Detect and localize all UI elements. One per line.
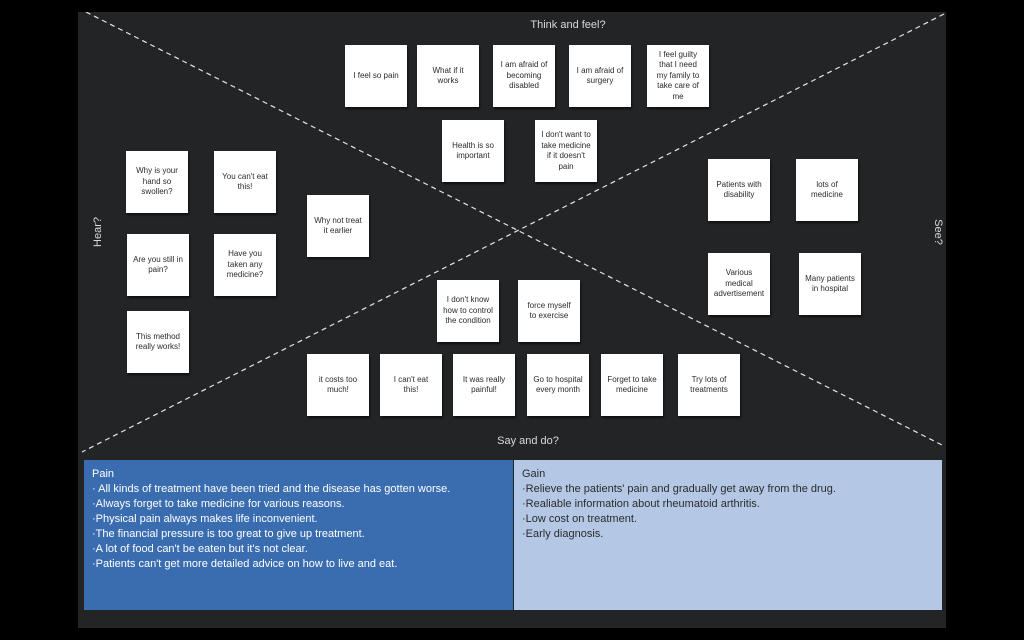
sticky-note[interactable]: Go to hospital every month (527, 354, 589, 416)
sticky-note[interactable]: Have you taken any medicine? (214, 234, 276, 296)
pain-item: ·Patients can't get more detailed advice… (92, 558, 398, 570)
hear-label: Hear? (92, 217, 104, 247)
gain-item: ·Low cost on treatment. (522, 513, 637, 525)
pain-item: · All kinds of treatment have been tried… (92, 483, 451, 495)
sticky-note[interactable]: It was really painful! (453, 354, 515, 416)
empathy-map-board: Think and feel? Say and do? Hear? See? I… (78, 12, 946, 628)
sticky-note[interactable]: This method really works! (127, 311, 189, 373)
think-feel-label: Think and feel? (530, 19, 606, 31)
sticky-note[interactable]: force myself to exercise (518, 280, 580, 342)
sticky-note[interactable]: Why is your hand so swollen? (126, 151, 188, 213)
sticky-note[interactable]: Patients with disability (708, 159, 770, 221)
gain-item: ·Realiable information about rheumatoid … (522, 498, 760, 510)
sticky-note[interactable]: I feel guilty that I need my family to t… (647, 45, 709, 107)
sticky-note[interactable]: Forget to take medicine (601, 354, 663, 416)
sticky-note[interactable]: I feel so pain (345, 45, 407, 107)
pain-item: ·A lot of food can't be eaten but it's n… (92, 543, 308, 555)
pain-item: ·The financial pressure is too great to … (92, 528, 365, 540)
see-label: See? (932, 219, 944, 245)
sticky-note[interactable]: Why not treat it earlier (307, 195, 369, 257)
sticky-note[interactable]: Are you still in pain? (127, 234, 189, 296)
sticky-note[interactable]: Health is so important (442, 120, 504, 182)
pain-title: Pain (92, 468, 115, 480)
sticky-note[interactable]: Various medical advertisement (708, 253, 770, 315)
sticky-note[interactable]: lots of medicine (796, 159, 858, 221)
sticky-note[interactable]: I am afraid of becoming disabled (493, 45, 555, 107)
say-do-label: Say and do? (497, 435, 559, 447)
sticky-note[interactable]: You can't eat this! (214, 151, 276, 213)
sticky-note[interactable]: I am afraid of surgery (569, 45, 631, 107)
sticky-note[interactable]: I can't eat this! (380, 354, 442, 416)
gain-panel: Gain ·Relieve the patients' pain and gra… (514, 460, 942, 610)
sticky-note[interactable]: I don't want to take medicine if it does… (535, 120, 597, 182)
pain-panel: Pain · All kinds of treatment have been … (84, 460, 513, 610)
gain-item: ·Relieve the patients' pain and graduall… (522, 483, 836, 495)
sticky-note[interactable]: What if it works (417, 45, 479, 107)
pain-item: ·Always forget to take medicine for vari… (92, 498, 345, 510)
sticky-note[interactable]: Try lots of treatments (678, 354, 740, 416)
gain-item: ·Early diagnosis. (522, 528, 604, 540)
gain-title: Gain (522, 468, 546, 480)
diagonal-divider-lines (81, 12, 945, 453)
sticky-note[interactable]: I don't know how to control the conditio… (437, 280, 499, 342)
sticky-note[interactable]: it costs too much! (307, 354, 369, 416)
sticky-note[interactable]: Many patients in hospital (799, 253, 861, 315)
pain-item: ·Physical pain always makes life inconve… (92, 513, 318, 525)
